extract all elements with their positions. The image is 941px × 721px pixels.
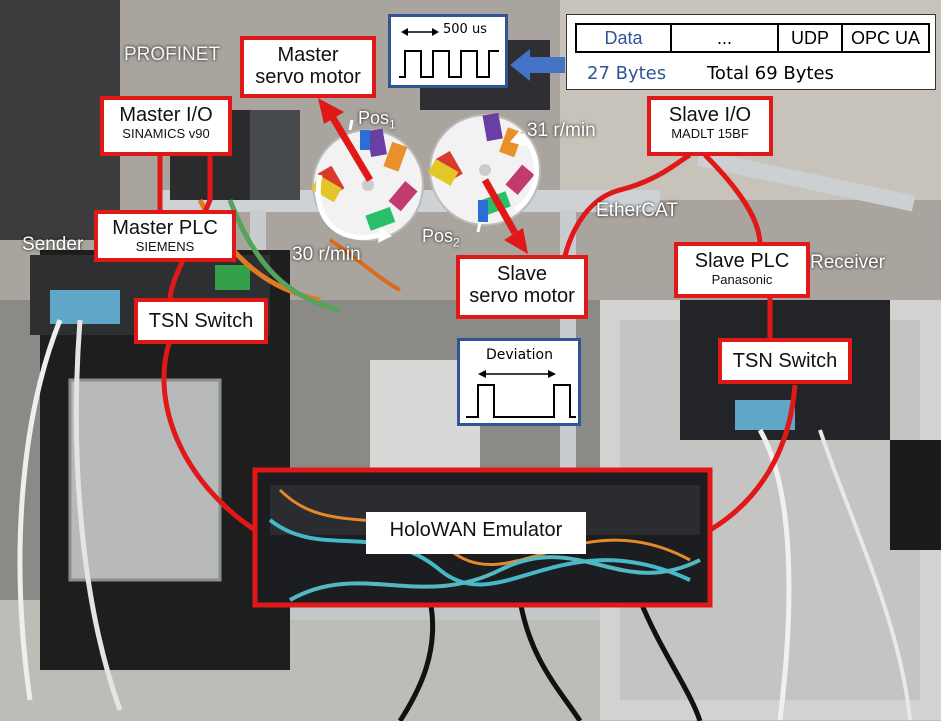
- slave-servo-box: Slave servo motor: [456, 255, 588, 319]
- packet-data-size: 27 Bytes: [587, 63, 667, 84]
- master-servo-box: Master servo motor: [240, 36, 376, 98]
- packet-cell-udp: UDP: [779, 25, 843, 51]
- master-io-box: Master I/O SINAMICS v90: [100, 96, 232, 156]
- packet-cell-data: Data: [577, 25, 672, 51]
- packet-cell-ellipsis: ...: [672, 25, 779, 51]
- ethercat-label: EtherCAT: [596, 200, 679, 221]
- packet-cell-opcua: OPC UA: [850, 28, 920, 48]
- receiver-label: Receiver: [810, 252, 885, 273]
- pos2-label: Pos2: [422, 226, 460, 250]
- master-disc: [311, 128, 424, 241]
- pulse-waveform: [399, 28, 499, 78]
- master-plc-box: Master PLC SIEMENS: [94, 210, 236, 262]
- pos1-label: Pos1: [358, 108, 396, 132]
- packet-total-size: Total 69 Bytes: [707, 63, 834, 84]
- profinet-label: PROFINET: [124, 44, 221, 65]
- deviation-label: Deviation: [486, 347, 553, 363]
- deviation-waveform: [466, 370, 576, 418]
- sender-label: Sender: [22, 234, 84, 255]
- packet-structure: Data ... UDP OPC UA 27 Bytes Total 69 By…: [566, 14, 936, 90]
- master-speed-label: 30 r/min: [292, 244, 361, 265]
- pulse-waveform-box: 500 us: [388, 14, 508, 88]
- pulse-period-label: 500 us: [443, 22, 487, 37]
- tsn-switch-left-box: TSN Switch: [134, 298, 268, 344]
- slave-io-box: Slave I/O MADLT 15BF: [647, 96, 773, 156]
- slave-speed-label: 31 r/min: [527, 120, 596, 141]
- slave-plc-box: Slave PLC Panasonic: [674, 242, 810, 298]
- tsn-switch-right-box: TSN Switch: [718, 338, 852, 384]
- deviation-box: Deviation: [457, 338, 581, 426]
- emulator-label-box: HoloWAN Emulator: [366, 512, 586, 554]
